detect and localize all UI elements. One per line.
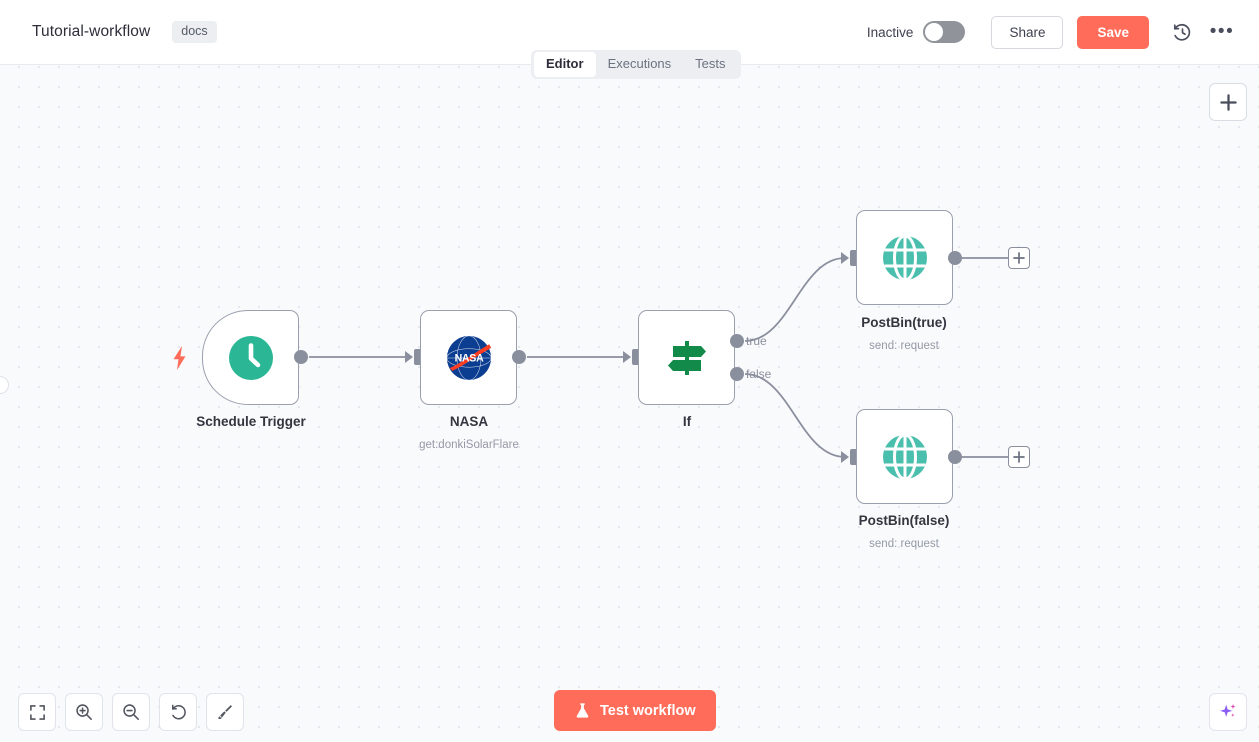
zoom-in-icon[interactable] [65,693,103,731]
node-label-nasa: NASA [449,414,489,429]
port-out-nasa[interactable] [512,350,526,364]
trigger-bolt-icon [171,346,188,374]
workflow-canvas[interactable]: Schedule Trigger NASA NASA get:donkiSola… [0,65,1259,742]
flask-icon [576,703,589,718]
node-schedule-trigger[interactable] [202,310,299,405]
node-label-postbin-true: PostBin(true) [861,315,947,330]
port-out-postbin-false[interactable] [948,450,962,464]
docs-tag[interactable]: docs [172,21,217,43]
tab-tests[interactable]: Tests [695,56,726,72]
port-out-if-false[interactable] [730,367,744,381]
port-in-if[interactable] [632,349,640,365]
nasa-logo-icon: NASA [446,335,491,380]
undo-icon[interactable] [159,693,197,731]
history-icon[interactable] [1165,15,1199,49]
port-label-if-true: true [746,334,767,348]
port-in-arrow-postbin-false [841,451,849,463]
node-subtitle-postbin-false: send: request [869,538,939,550]
connection-lines [309,257,1008,458]
port-label-if-false: false [746,367,772,381]
workflow-title[interactable]: Tutorial-workflow [32,23,151,40]
port-out-schedule-trigger[interactable] [294,350,308,364]
node-postbin-false[interactable] [856,409,953,504]
node-postbin-true[interactable] [856,210,953,305]
save-button[interactable]: Save [1077,15,1149,49]
more-options-icon[interactable]: ••• [1209,21,1235,42]
port-out-postbin-true[interactable] [948,251,962,265]
workflow-tabs: Editor Executions Tests [531,50,741,79]
port-in-arrow-postbin-true [841,252,849,264]
node-nasa[interactable]: NASA [420,310,517,405]
port-in-postbin-false[interactable] [850,449,858,465]
port-in-arrow-if [623,351,631,363]
activation-status-label: Inactive [866,24,914,40]
node-label-postbin-false: PostBin(false) [858,513,950,528]
svg-text:NASA: NASA [454,352,484,364]
port-in-postbin-true[interactable] [850,250,858,266]
app-header: Tutorial-workflow docs Inactive Share Sa… [0,0,1259,65]
globe-icon [882,433,927,480]
zoom-out-icon[interactable] [112,693,150,731]
toggle-knob [925,23,944,41]
activate-workflow-toggle[interactable] [923,21,966,43]
broom-icon[interactable] [206,693,244,731]
tab-executions[interactable]: Executions [607,56,672,72]
signpost-icon [667,340,706,375]
node-subtitle-nasa: get:donkiSolarFlare [419,439,519,451]
ai-assistant-button[interactable] [1209,693,1247,731]
clock-icon [228,335,273,380]
node-label-schedule-trigger: Schedule Trigger [196,414,306,429]
test-workflow-button[interactable]: Test workflow [554,690,716,731]
port-in-nasa[interactable] [414,349,422,365]
sparkle-icon [1220,704,1236,717]
node-if[interactable] [638,310,735,405]
port-out-if-true[interactable] [730,334,744,348]
node-subtitle-postbin-true: send: request [869,340,939,352]
test-workflow-label: Test workflow [600,702,696,719]
port-in-arrow-nasa [405,351,413,363]
canvas-toolbar [18,693,244,731]
header-actions: Inactive Share Save ••• [867,15,1239,49]
add-node-after-postbin-true[interactable] [1008,247,1030,269]
add-node-after-postbin-false[interactable] [1008,446,1030,468]
fit-screen-icon[interactable] [18,693,56,731]
add-node-button[interactable] [1209,83,1247,121]
node-label-if: If [682,414,692,429]
tab-editor[interactable]: Editor [534,52,596,77]
globe-icon [882,234,927,281]
share-button[interactable]: Share [991,15,1064,49]
